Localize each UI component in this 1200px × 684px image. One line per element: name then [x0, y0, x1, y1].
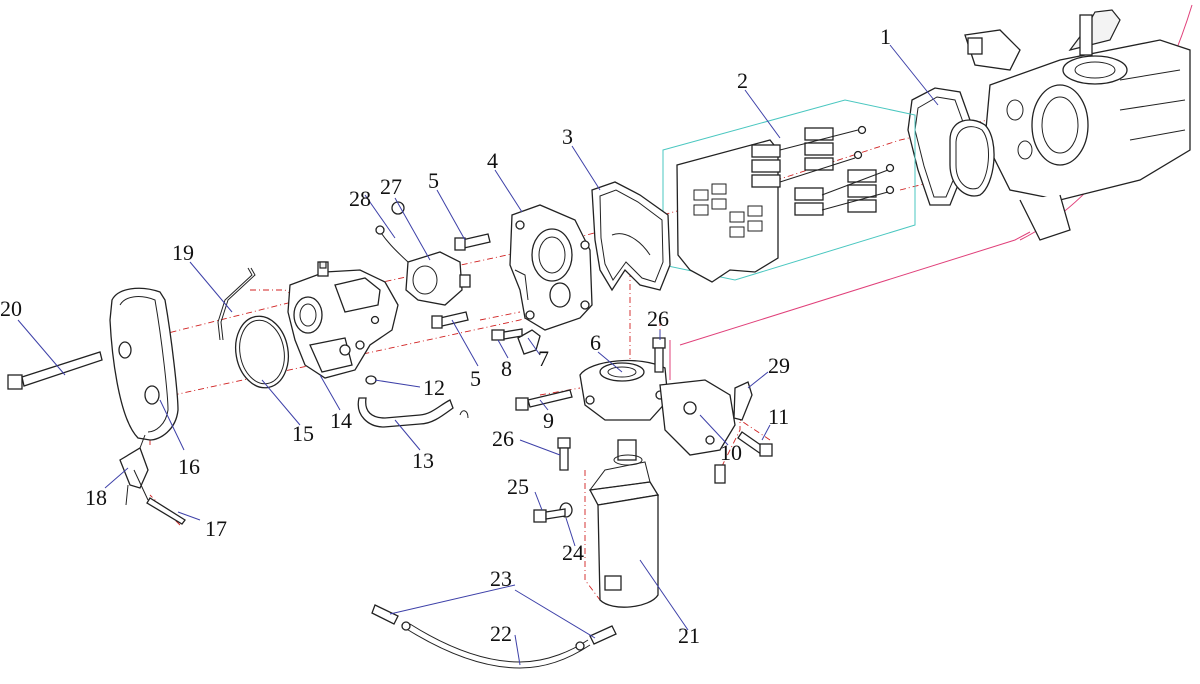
callout-29: 29 [768, 353, 790, 378]
callout-20: 20 [0, 296, 22, 321]
callout-10: 10 [720, 440, 742, 465]
callout-13: 13 [412, 448, 434, 473]
callout-3: 3 [562, 124, 573, 149]
part-hose-13 [357, 397, 454, 428]
part-bolt-9 [515, 389, 573, 411]
callout-28: 28 [349, 186, 371, 211]
callout-18: 18 [85, 485, 107, 510]
callout-6: 6 [590, 330, 601, 355]
callout-24: 24 [562, 540, 584, 565]
callout-26b: 26 [492, 426, 514, 451]
part-bolts-26 [557, 337, 666, 471]
part-clip-18 [119, 434, 149, 506]
callout-22: 22 [490, 621, 512, 646]
callout-26a: 26 [647, 306, 669, 331]
callout-8: 8 [501, 356, 512, 381]
callout-12: 12 [423, 375, 445, 400]
part-reed-valve [662, 99, 916, 283]
callout-1: 1 [880, 24, 891, 49]
callout-21: 21 [678, 623, 700, 648]
leader-lines [17, 44, 939, 666]
part-bolt-11 [737, 431, 773, 457]
callout-9: 9 [543, 408, 554, 433]
callout-7: 7 [538, 346, 549, 371]
part-bolts-5 [431, 233, 491, 329]
callout-23: 23 [490, 566, 512, 591]
part-carburetor [287, 261, 399, 379]
callout-labels: 1 2 3 4 5 5 6 7 8 9 10 11 12 13 14 15 16… [0, 24, 891, 648]
part-pin-17 [146, 497, 186, 525]
part-wire-28 [375, 201, 409, 263]
callout-27: 27 [380, 174, 402, 199]
callout-16: 16 [178, 454, 200, 479]
callout-2: 2 [737, 68, 748, 93]
callout-17: 17 [205, 516, 227, 541]
callout-5b: 5 [470, 366, 481, 391]
part-bracket-10 [659, 379, 736, 484]
part-gasket-3 [591, 181, 671, 292]
callout-5a: 5 [428, 168, 439, 193]
part-coil-27 [405, 251, 471, 306]
part-manifold-plate [509, 204, 593, 331]
part-terminals-23 [371, 604, 617, 651]
part-clips-12 [365, 375, 469, 419]
callout-15: 15 [292, 421, 314, 446]
part-rod-19 [217, 267, 256, 341]
callout-4: 4 [487, 148, 498, 173]
part-crankcase [964, 9, 1191, 241]
part-starter-motor [588, 439, 660, 608]
part-bolt-25 [533, 508, 566, 523]
callout-25: 25 [507, 474, 529, 499]
part-bolt-20 [7, 351, 103, 390]
callout-19: 19 [172, 240, 194, 265]
part-bracket-29 [733, 381, 753, 421]
callout-11: 11 [768, 404, 789, 429]
part-oring-15 [234, 315, 290, 389]
callout-14: 14 [330, 408, 352, 433]
part-bolt-8 [491, 328, 523, 341]
part-gaskets-1 [907, 87, 995, 206]
